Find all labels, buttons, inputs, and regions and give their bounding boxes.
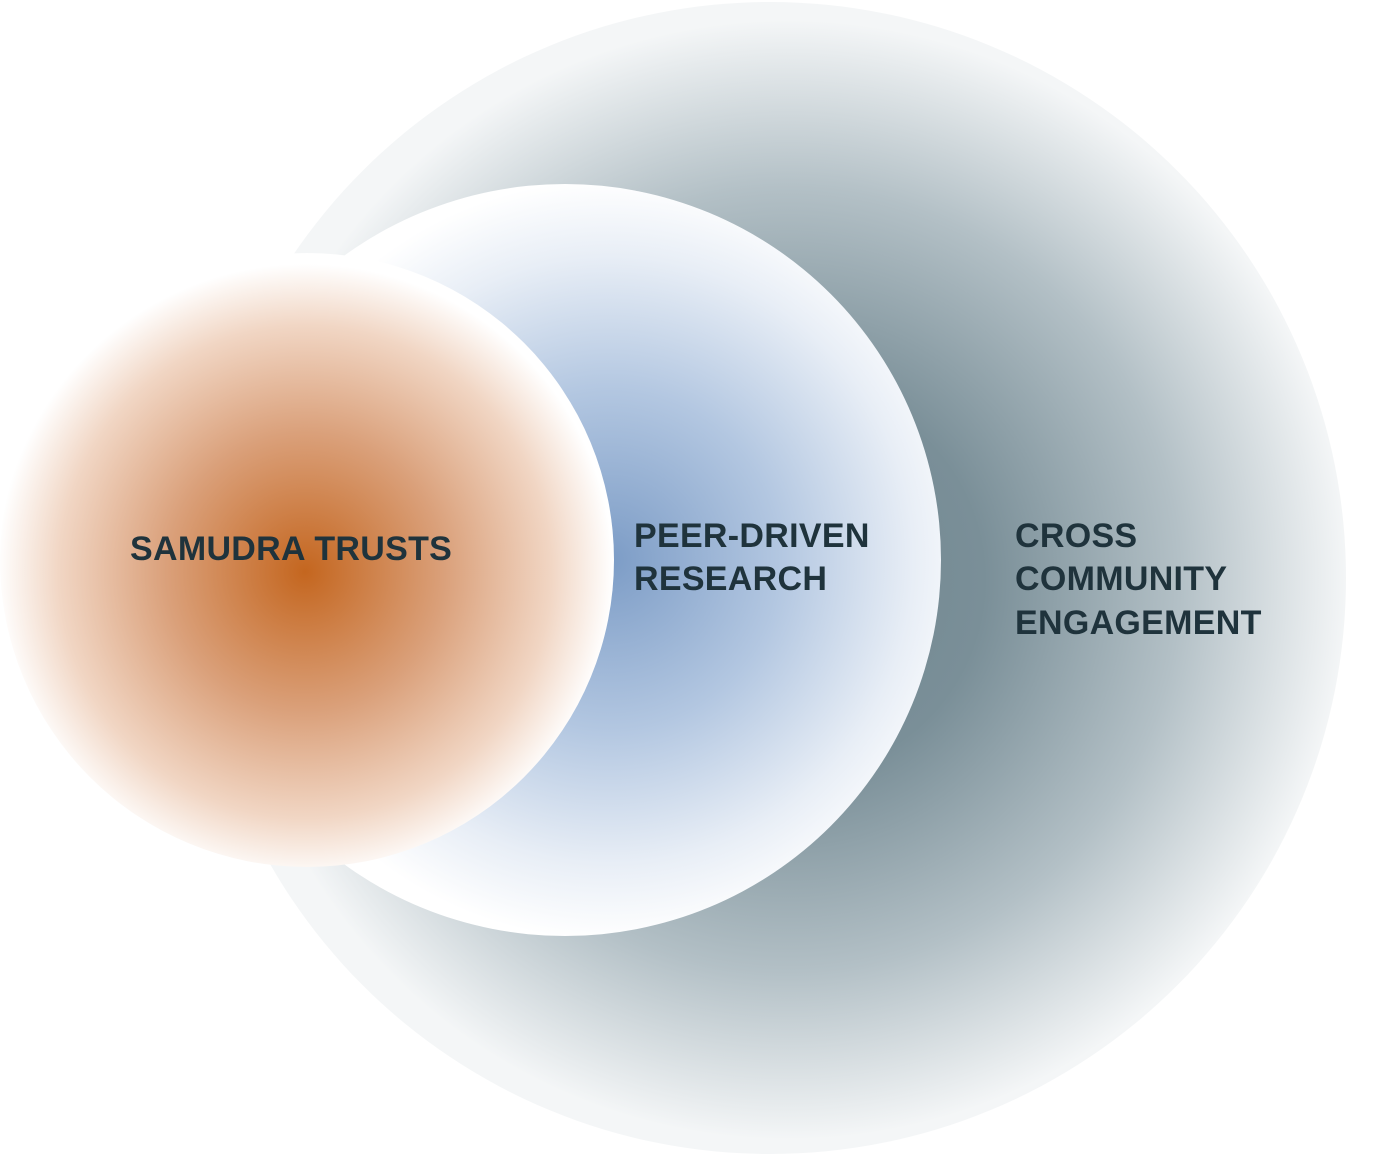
outer-label-line-1: CROSS — [1015, 517, 1137, 555]
middle-label-line-2: RESEARCH — [634, 560, 827, 598]
outer-circle-label: CROSS COMMUNITY ENGAGEMENT — [1015, 517, 1262, 642]
inner-label-line-1: SAMUDRA TRUSTS — [130, 530, 452, 568]
inner-circle-label: SAMUDRA TRUSTS — [130, 530, 452, 568]
middle-circle-label: PEER-DRIVEN RESEARCH — [634, 517, 879, 598]
inner-circle — [0, 253, 614, 867]
outer-label-line-3: ENGAGEMENT — [1015, 604, 1262, 642]
outer-label-line-2: COMMUNITY — [1015, 560, 1227, 598]
middle-label-line-1: PEER-DRIVEN — [634, 517, 870, 555]
inner-circle-group — [0, 253, 614, 867]
